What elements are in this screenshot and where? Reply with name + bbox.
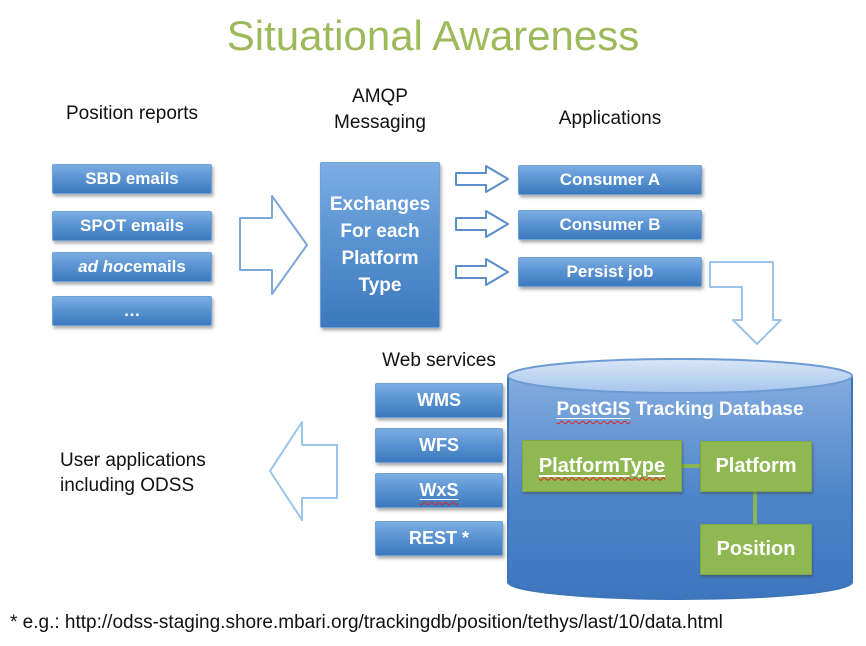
page-title: Situational Awareness xyxy=(226,12,640,59)
ellipsis-box: … xyxy=(52,296,212,326)
adhoc-emails-italic: ad hoc xyxy=(78,257,133,276)
exchanges-box-line2: For each xyxy=(340,221,420,242)
exchanges-box-line4: Type xyxy=(358,275,402,296)
position-reports-heading: Position reports xyxy=(65,103,198,124)
consumer-b-box: Consumer B xyxy=(518,210,702,240)
platformtype-table-box: PlatformType xyxy=(522,440,682,492)
exchanges-box: Exchanges For each Platform Type xyxy=(320,162,440,328)
flow-arrow-left-icon xyxy=(269,421,338,521)
wxs-box: WxS xyxy=(375,473,503,508)
footnote-url: * e.g.: http://odss-staging.shore.mbari.… xyxy=(10,612,723,633)
amqp-heading-line2: Messaging xyxy=(334,112,426,133)
user-apps-label: User applications including ODSS xyxy=(60,448,206,498)
amqp-heading: AMQP Messaging xyxy=(320,84,440,136)
persist-job-box: Persist job xyxy=(518,257,702,287)
spot-emails-box: SPOT emails xyxy=(52,211,212,241)
web-services-heading: Web services xyxy=(382,350,496,371)
small-arrow-right-icon-1 xyxy=(455,165,509,193)
small-arrow-right-icon-2 xyxy=(455,210,509,238)
amqp-heading-line1: AMQP xyxy=(352,86,408,107)
platform-table-box: Platform xyxy=(700,441,812,492)
platformtype-label: PlatformType xyxy=(538,454,666,477)
consumer-a-box: Consumer A xyxy=(518,165,702,195)
exchanges-box-line1: Exchanges xyxy=(329,194,431,215)
position-table-box: Position xyxy=(700,524,812,575)
small-arrow-right-icon-3 xyxy=(455,258,509,286)
user-apps-line2: including ODSS xyxy=(60,475,195,496)
database-title-highlight: PostGIS xyxy=(556,399,631,420)
database-title-rest: Tracking Database xyxy=(630,399,804,420)
wms-box: WMS xyxy=(375,383,503,418)
applications-heading: Applications xyxy=(558,108,662,129)
exchanges-box-line3: Platform xyxy=(341,248,419,269)
user-apps-line1: User applications xyxy=(60,450,206,471)
flow-arrow-right-icon xyxy=(239,195,308,295)
adhoc-emails-box: ad hoc emails xyxy=(52,252,212,282)
wfs-box: WFS xyxy=(375,428,503,463)
database-title: PostGIS Tracking Database xyxy=(507,399,853,421)
connector-platformtype-platform xyxy=(682,464,700,468)
sbd-emails-box: SBD emails xyxy=(52,164,212,194)
bent-arrow-down-icon xyxy=(709,261,782,345)
rest-box: REST * xyxy=(375,521,503,556)
connector-platform-position xyxy=(753,492,757,524)
adhoc-emails-rest: emails xyxy=(132,257,186,276)
wxs-label: WxS xyxy=(419,480,459,500)
